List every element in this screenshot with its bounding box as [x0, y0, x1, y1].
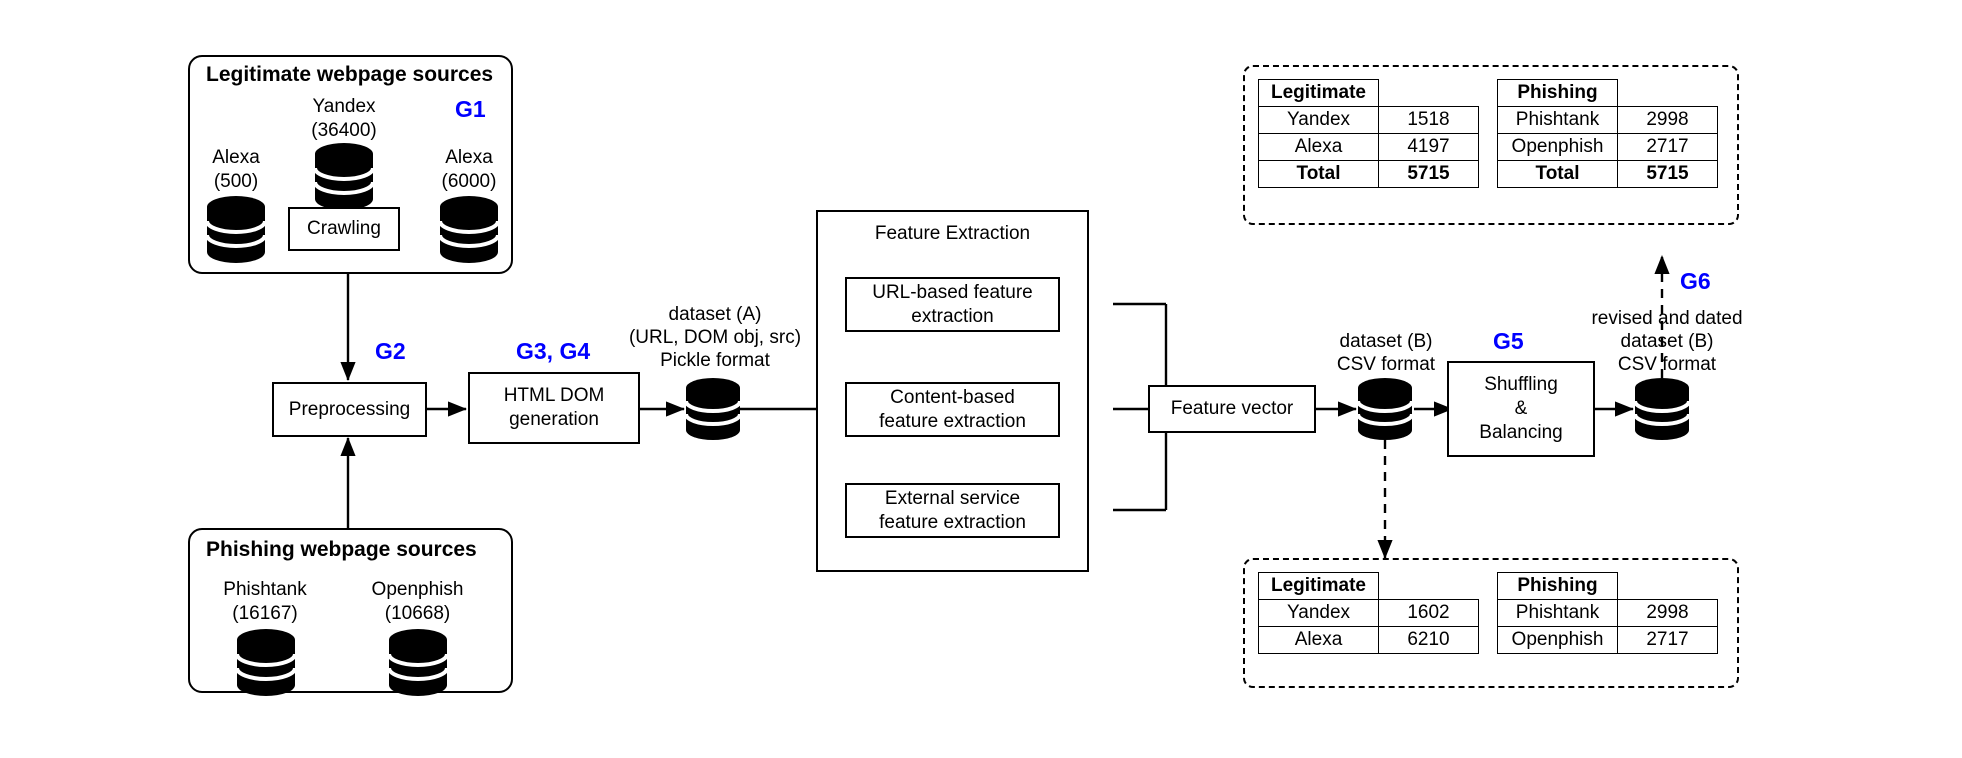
feature-vector-box[interactable]: Feature vector — [1148, 385, 1316, 433]
yandex-name: Yandex — [312, 96, 376, 117]
table-row: Phishing — [1497, 79, 1718, 107]
legitimate-sources-title: Legitimate webpage sources — [206, 63, 494, 86]
table-row: Total 5715 — [1497, 160, 1718, 188]
openphish-name: Openphish — [371, 579, 464, 600]
group-tag-g6: G6 — [1680, 268, 1711, 294]
bottom-legit-row0-value: 1602 — [1378, 599, 1479, 627]
database-icon-phishtank — [235, 629, 297, 696]
dataset-a-caption: dataset (A) (URL, DOM obj, src) Pickle f… — [628, 304, 802, 372]
bottom-legit-row1-label: Alexa — [1258, 626, 1379, 654]
top-legitimate-header: Legitimate — [1258, 79, 1379, 107]
bottom-legit-row1-value: 6210 — [1378, 626, 1479, 654]
top-legit-row1-value: 4197 — [1378, 133, 1479, 161]
bottom-legitimate-header: Legitimate — [1258, 572, 1379, 600]
database-icon-alexa-in — [205, 196, 267, 263]
table-row: Total 5715 — [1258, 160, 1479, 188]
url-based-feature-extraction-box[interactable]: URL-based feature extraction — [845, 277, 1060, 332]
crawling-box[interactable]: Crawling — [288, 207, 400, 251]
database-icon-openphish — [387, 629, 449, 696]
bottom-legit-row0-label: Yandex — [1258, 599, 1379, 627]
alexa-in-name: Alexa — [212, 147, 260, 168]
top-phish-row0-label: Phishtank — [1497, 106, 1618, 134]
html-dom-generation-box[interactable]: HTML DOM generation — [468, 372, 640, 444]
preprocessing-box[interactable]: Preprocessing — [272, 382, 427, 437]
top-phish-row0-value: 2998 — [1617, 106, 1718, 134]
table-row: Yandex 1602 — [1258, 599, 1479, 627]
bottom-phish-row0-value: 2998 — [1617, 599, 1718, 627]
alexa-out-count: (6000) — [441, 171, 497, 192]
table-row: Phishtank 2998 — [1497, 106, 1718, 134]
phishing-sources-title: Phishing webpage sources — [206, 538, 477, 561]
table-row: Alexa 4197 — [1258, 133, 1479, 161]
table-row: Openphish 2717 — [1497, 133, 1718, 161]
database-icon-yandex — [313, 143, 375, 210]
top-legitimate-header-blank — [1379, 80, 1479, 107]
group-tag-g3-g4: G3, G4 — [516, 338, 591, 364]
bottom-legitimate-table: Legitimate Yandex 1602 Alexa 6210 — [1258, 572, 1479, 654]
phishtank-name: Phishtank — [223, 579, 307, 600]
table-row: Alexa 6210 — [1258, 626, 1479, 654]
openphish-count: (10668) — [384, 603, 451, 624]
bottom-phish-row0-label: Phishtank — [1497, 599, 1618, 627]
revised-dataset-b-caption: revised and dated dataset (B) CSV format — [1591, 308, 1743, 376]
top-phishing-header-blank — [1618, 80, 1718, 107]
database-icon-revised-dataset-b — [1633, 378, 1691, 440]
top-legit-row0-label: Yandex — [1258, 106, 1379, 134]
group-tag-g5: G5 — [1493, 328, 1524, 354]
top-phishing-table: Phishing Phishtank 2998 Openphish 2717 T… — [1497, 79, 1718, 188]
table-row: Legitimate — [1258, 79, 1479, 107]
top-legit-total-label: Total — [1258, 160, 1379, 188]
table-row: Openphish 2717 — [1497, 626, 1718, 654]
top-legit-total-value: 5715 — [1378, 160, 1479, 188]
bottom-phish-row1-value: 2717 — [1617, 626, 1718, 654]
alexa-in-count: (500) — [213, 171, 259, 192]
shuffling-balancing-box[interactable]: Shuffling & Balancing — [1447, 361, 1595, 457]
bottom-legitimate-header-blank — [1379, 573, 1479, 600]
yandex-count: (36400) — [311, 120, 377, 141]
top-legit-row0-value: 1518 — [1378, 106, 1479, 134]
feature-extraction-title: Feature Extraction — [874, 223, 1031, 244]
bottom-phishing-header-blank — [1618, 573, 1718, 600]
top-phish-total-value: 5715 — [1617, 160, 1718, 188]
top-phish-row1-label: Openphish — [1497, 133, 1618, 161]
database-icon-dataset-a — [684, 378, 742, 440]
database-icon-dataset-b — [1356, 378, 1414, 440]
database-icon-alexa-out — [438, 196, 500, 263]
bottom-phish-row1-label: Openphish — [1497, 626, 1618, 654]
group-tag-g1: G1 — [455, 96, 486, 122]
top-phish-row1-value: 2717 — [1617, 133, 1718, 161]
table-row: Phishtank 2998 — [1497, 599, 1718, 627]
top-legitimate-table: Legitimate Yandex 1518 Alexa 4197 Total … — [1258, 79, 1479, 188]
external-service-feature-extraction-box[interactable]: External service feature extraction — [845, 483, 1060, 538]
bottom-phishing-table: Phishing Phishtank 2998 Openphish 2717 — [1497, 572, 1718, 654]
top-phishing-header: Phishing — [1497, 79, 1618, 107]
top-phish-total-label: Total — [1497, 160, 1618, 188]
group-tag-g2: G2 — [375, 338, 406, 364]
phishtank-count: (16167) — [232, 603, 298, 624]
top-legit-row1-label: Alexa — [1258, 133, 1379, 161]
table-row: Yandex 1518 — [1258, 106, 1479, 134]
dataset-b-caption: dataset (B) CSV format — [1336, 331, 1436, 376]
table-row: Legitimate — [1258, 572, 1479, 600]
alexa-out-name: Alexa — [445, 147, 493, 168]
content-based-feature-extraction-box[interactable]: Content-based feature extraction — [845, 382, 1060, 437]
bottom-phishing-header: Phishing — [1497, 572, 1618, 600]
table-row: Phishing — [1497, 572, 1718, 600]
